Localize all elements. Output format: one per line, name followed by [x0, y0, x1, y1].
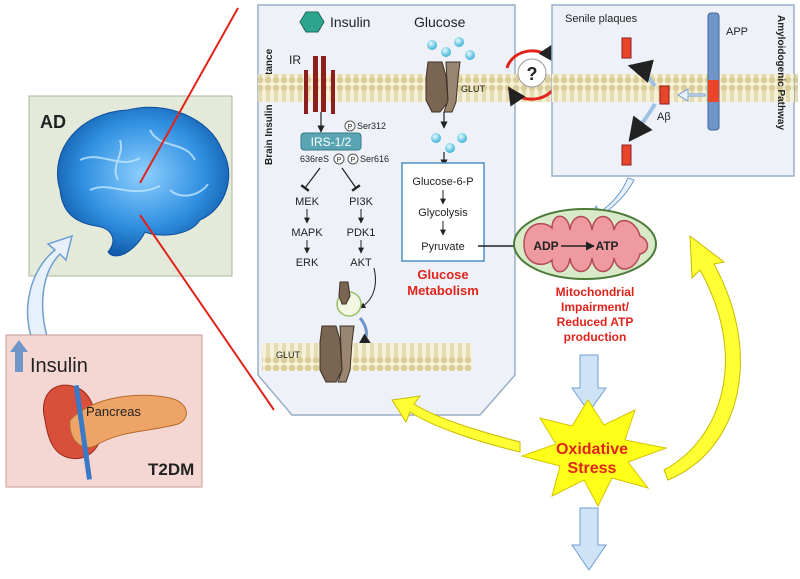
brain-image	[57, 106, 230, 257]
step-glucose6p: Glucose-6-P	[412, 176, 473, 188]
ir-label: IR	[289, 53, 301, 67]
stress-downstream-arrow	[571, 507, 607, 571]
mek-label: MEK	[295, 196, 320, 208]
pancreas-image	[43, 384, 187, 480]
app-label: APP	[726, 26, 748, 38]
atp-label: ATP	[595, 239, 618, 253]
ser636-label: 636reS	[300, 154, 329, 164]
irs-label: IRS-1/2	[311, 135, 352, 149]
glucose-metabolism-title-1: Glucose	[417, 267, 468, 282]
mapk-label: MAPK	[291, 227, 323, 239]
glut-top-label: GLUT	[461, 84, 486, 94]
crosstalk-cycle	[505, 43, 559, 107]
abeta-label: Aβ	[657, 111, 671, 123]
app-protein	[707, 12, 720, 131]
pi3k-label: PI3K	[349, 196, 374, 208]
oxidative-stress-line-1: Oxidative	[556, 441, 628, 458]
amyloidogenic-pathway-title: Amyloidogenic Pathway	[775, 15, 786, 130]
erk-label: ERK	[296, 257, 319, 269]
p-symbol-312: P	[348, 124, 353, 131]
irs-mek-inhibit	[300, 167, 321, 192]
insulin-hexagon-icon	[299, 11, 325, 33]
glucose-molecules-top	[427, 37, 475, 60]
pdk1-label: PDK1	[347, 227, 376, 239]
step-pyruvate: Pyruvate	[421, 241, 464, 253]
phospho-636-icon	[333, 153, 345, 165]
insulin-ligand-label: Insulin	[330, 14, 370, 30]
p-symbol-636: P	[337, 157, 342, 164]
glut-transporter-top	[425, 61, 461, 113]
impairment-line-1: Mitochondrial	[556, 285, 635, 299]
cell-membrane-bottom	[262, 343, 472, 371]
zoom-line-top	[139, 7, 239, 184]
amyloid-membrane	[552, 74, 794, 102]
ser616-label: Ser616	[360, 154, 389, 164]
insulin-up-arrow-icon	[10, 340, 28, 372]
glucose-molecules-inside	[431, 133, 467, 153]
glucose-metabolism-title-2: Metabolism	[407, 283, 479, 298]
plaque-aggregate-top	[621, 37, 632, 59]
akt-vesicle-arrow	[359, 267, 376, 309]
senile-plaques-label: Senile plaques	[565, 13, 638, 25]
impairment-line-4: production	[564, 330, 627, 344]
glucose-metabolism-box	[401, 162, 485, 262]
stress-to-mito-feedback-arrow	[663, 234, 741, 481]
glut-transporter-bottom	[319, 325, 355, 383]
impairment-line-2: Impairment/	[561, 300, 630, 314]
irs-pi3k-inhibit	[341, 167, 361, 192]
insulin-label: Insulin	[30, 355, 88, 377]
p-symbol-616: P	[351, 157, 356, 164]
ad-label: AD	[40, 112, 66, 132]
insulin-receptor	[304, 56, 335, 114]
zoom-line-bottom	[139, 214, 275, 411]
crosstalk-question: ?	[527, 64, 538, 84]
adp-label: ADP	[533, 239, 558, 253]
app-cleavage-site	[708, 80, 719, 102]
plaque-aggregate-bottom	[621, 144, 632, 166]
ser312-label: Ser312	[357, 121, 386, 131]
mitochondrion	[513, 208, 657, 280]
impairment-to-stress-arrow	[571, 354, 607, 413]
t2dm-label: T2DM	[148, 460, 194, 479]
impairment-line-3: Reduced ATP	[557, 315, 634, 329]
brain-insulin-resistance-title: Brain Insulin Resistance	[264, 48, 275, 165]
t2dm-to-ad-arrow	[26, 234, 74, 346]
stress-to-insulin-feedback-arrow	[391, 395, 521, 453]
phospho-616-icon	[347, 153, 359, 165]
phospho-312-icon	[344, 120, 356, 132]
pancreas-label: Pancreas	[86, 404, 141, 419]
oxidative-stress-line-2: Stress	[568, 460, 617, 477]
abeta-to-plaque-arrow	[627, 59, 657, 88]
irs-box	[300, 132, 362, 151]
step-glycolysis: Glycolysis	[418, 207, 468, 219]
app-to-abeta-arrow	[677, 88, 706, 102]
abeta-to-oligomer-arrow	[628, 102, 657, 142]
akt-label: AKT	[350, 257, 372, 269]
abeta-monomer	[659, 85, 670, 105]
oxidative-stress-burst	[520, 399, 668, 508]
glucose-label: Glucose	[414, 14, 466, 30]
glut-vesicle-transporter	[338, 281, 351, 305]
glut-bottom-label: GLUT	[276, 350, 301, 360]
